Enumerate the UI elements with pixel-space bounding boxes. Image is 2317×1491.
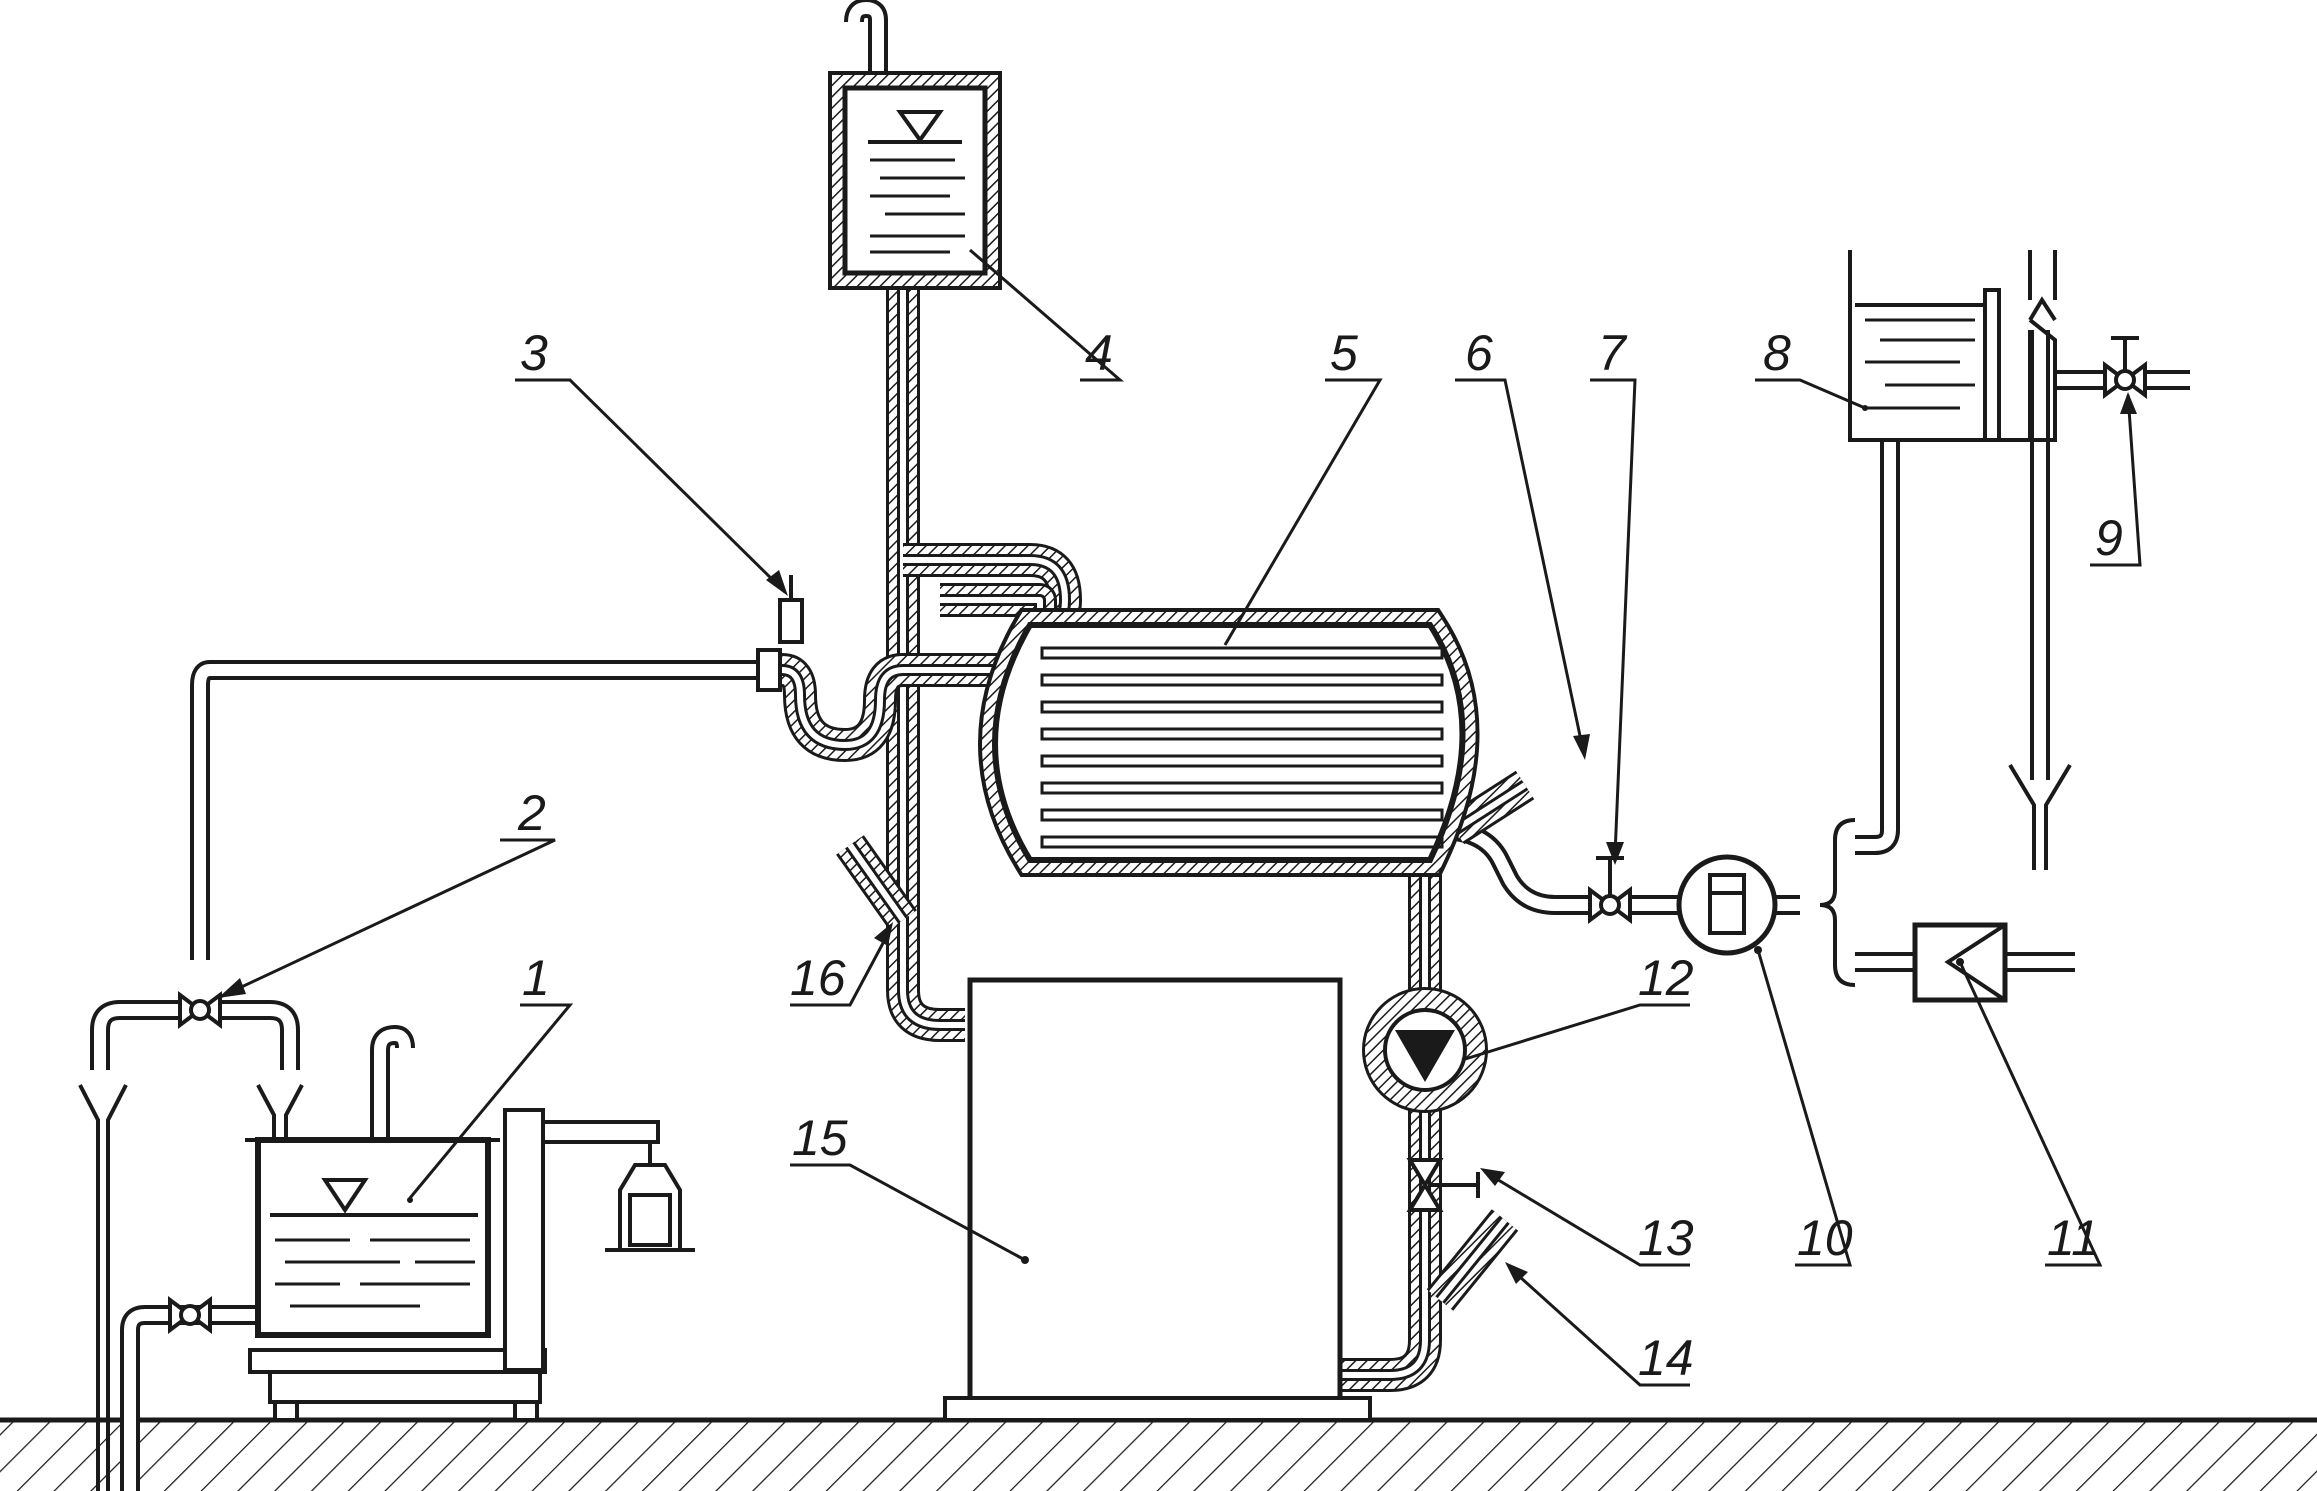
label-5: 5: [1330, 325, 1358, 381]
label-2: 2: [517, 785, 546, 841]
valve-7: [1588, 856, 1632, 924]
base-unit-15: [943, 977, 1372, 1422]
label-3: 3: [520, 325, 548, 381]
ground: [0, 1417, 2317, 1491]
label-12: 12: [1638, 950, 1694, 1006]
weighing-tank-1: [245, 1108, 695, 1422]
insulated-pipe-layer: [1340, 870, 1439, 1389]
insulated-pipe-layer: [760, 667, 1005, 748]
label-16: 16: [790, 950, 846, 1006]
constant-level-tank-8: [1848, 250, 2057, 442]
valve-13: [1406, 1158, 1480, 1212]
label-8: 8: [1763, 325, 1791, 381]
drain-funnel-right: [2008, 763, 2072, 870]
alternatives-bracket: [1819, 818, 1856, 987]
valve-2: [178, 991, 222, 1029]
pump-12: [1362, 987, 1488, 1113]
insulated-pipe-layer: [1453, 782, 1527, 833]
valve-bottom-left: [168, 1296, 212, 1334]
label-7: 7: [1598, 325, 1628, 381]
label-14: 14: [1638, 1330, 1694, 1386]
label-1: 1: [522, 950, 550, 1006]
label-6: 6: [1465, 325, 1493, 381]
tube-bundle: [1040, 646, 1444, 849]
label-9: 9: [2095, 510, 2123, 566]
insulated-pipe-layer: [1437, 1218, 1508, 1302]
flow-meter-10: [1676, 854, 1778, 956]
part-labels: 1 2 3 4 5 6 7 8 9 10 11 12 13 14 15 16: [517, 325, 2123, 1386]
label-11: 11: [2047, 1210, 2099, 1266]
insulated-pipe-layer: [900, 270, 965, 1028]
label-10: 10: [1797, 1210, 1853, 1266]
meter-11: [1912, 922, 2008, 1003]
valve-9: [2103, 336, 2147, 399]
siphon-3-tap: [756, 575, 804, 692]
label-13: 13: [1638, 1210, 1694, 1266]
insulated-pipe-layer: [1340, 870, 1428, 1378]
head-tank-4: [828, 71, 1002, 290]
leader-lines: [217, 248, 2142, 1387]
plain-pipes: [90, 0, 2190, 1491]
label-15: 15: [792, 1110, 848, 1166]
label-4: 4: [1085, 325, 1113, 381]
insulated-pipe-layer: [847, 843, 906, 922]
heat-exchanger-5: [978, 608, 1480, 877]
